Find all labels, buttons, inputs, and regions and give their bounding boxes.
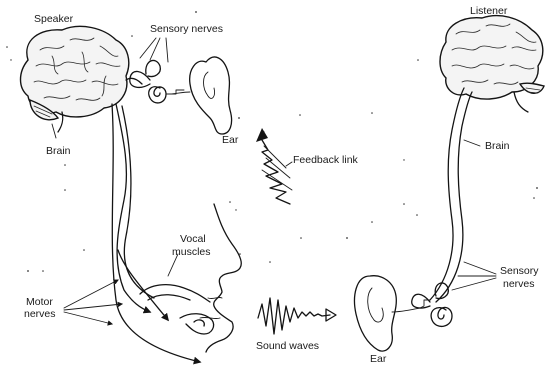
speaker-ear <box>170 57 232 134</box>
speaker-sensory-nerve-pointers <box>140 38 168 62</box>
speaker-face-profile <box>200 204 241 352</box>
listener-sensory-nerve-paths <box>430 88 472 302</box>
motor-nerves-label-line2: nerves <box>24 308 56 320</box>
sensory-nerves-right-label-line1: Sensory <box>500 265 539 277</box>
feedback-link-label: Feedback link <box>293 154 359 166</box>
sensory-nerves-top-label: Sensory nerves <box>150 23 223 35</box>
listener-ear <box>355 276 420 351</box>
motor-nerves-label-line1: Motor <box>26 296 53 308</box>
brain-speaker-label: Brain <box>46 145 71 157</box>
speaker-inner-ear <box>130 60 184 102</box>
speaker-brain-pointer <box>52 124 56 138</box>
vocal-tract <box>140 285 214 334</box>
speaker-sensory-nerve <box>126 78 142 84</box>
feedback-pointer <box>286 162 292 166</box>
ear-listener-label: Ear <box>370 353 387 365</box>
ear-speaker-label: Ear <box>222 134 239 146</box>
listener-inner-ear <box>412 283 452 326</box>
brain-listener-label: Brain <box>485 140 510 152</box>
vocal-muscles-label-line1: Vocal <box>180 233 206 245</box>
speaker-label: Speaker <box>34 13 74 25</box>
listener-brain-pointer <box>464 140 480 146</box>
listener-label: Listener <box>470 5 508 17</box>
listener-brain <box>440 16 544 112</box>
sound-waves <box>258 298 336 334</box>
vocal-muscles-label-line2: muscles <box>172 246 211 258</box>
sensory-nerves-right-label-line2: nerves <box>503 278 535 290</box>
motor-nerves-pointers <box>64 280 122 324</box>
sound-waves-label: Sound waves <box>256 340 319 352</box>
